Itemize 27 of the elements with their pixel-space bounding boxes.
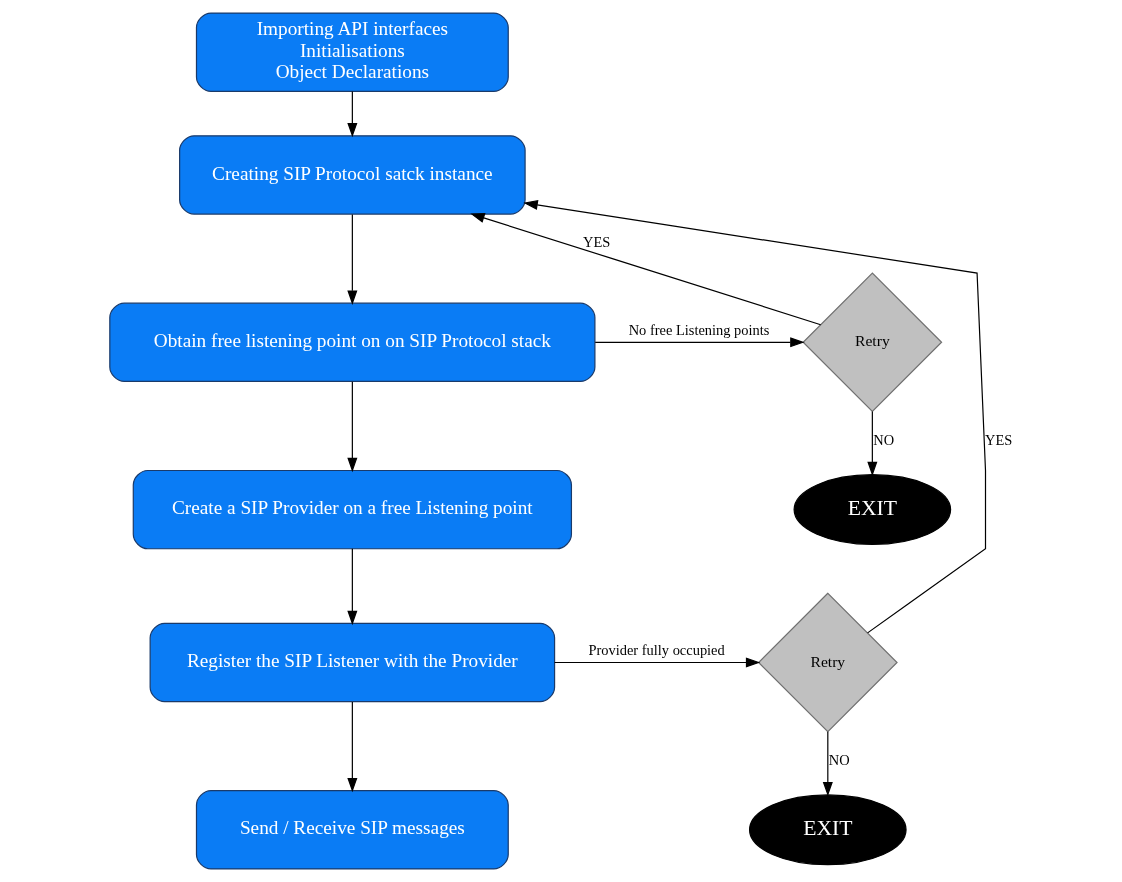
- edge-label: YES: [582, 234, 610, 251]
- node-box: Obtain free listening point on on SIP Protocol stack: [108, 302, 595, 383]
- arrow: [346, 381, 357, 473]
- node-box: Create a SIP Provider on a free Listening point: [132, 469, 572, 550]
- edge-label: NO: [872, 431, 894, 448]
- arrow: [346, 701, 357, 793]
- arrow: [866, 410, 877, 477]
- arrow: [346, 213, 357, 305]
- edge-label: NO: [828, 751, 850, 768]
- arrow: [346, 548, 357, 626]
- edge-label: YES: [984, 431, 1012, 448]
- arrow: [346, 90, 357, 138]
- node-ellipse: EXIT: [748, 794, 907, 866]
- arrow: [594, 337, 805, 348]
- node-box: Send / Receive SIP messages: [195, 790, 509, 870]
- arrow: [822, 731, 833, 797]
- node-diamond: Retry: [801, 272, 942, 413]
- node-ellipse: EXIT: [793, 474, 951, 546]
- arrow: [553, 657, 760, 668]
- node-diamond: Retry: [757, 592, 898, 733]
- node-box: Creating SIP Protocol satck instance: [178, 135, 526, 215]
- node-box: Importing API interfaces Initialisations Object Declarations: [195, 12, 509, 92]
- node-box: Register the SIP Listener with the Provider: [149, 622, 555, 703]
- arrow: [522, 199, 986, 634]
- edge-label: No free Listening points: [628, 321, 769, 338]
- arrow: [469, 213, 821, 326]
- edge-label: Provider fully occupied: [587, 641, 725, 658]
